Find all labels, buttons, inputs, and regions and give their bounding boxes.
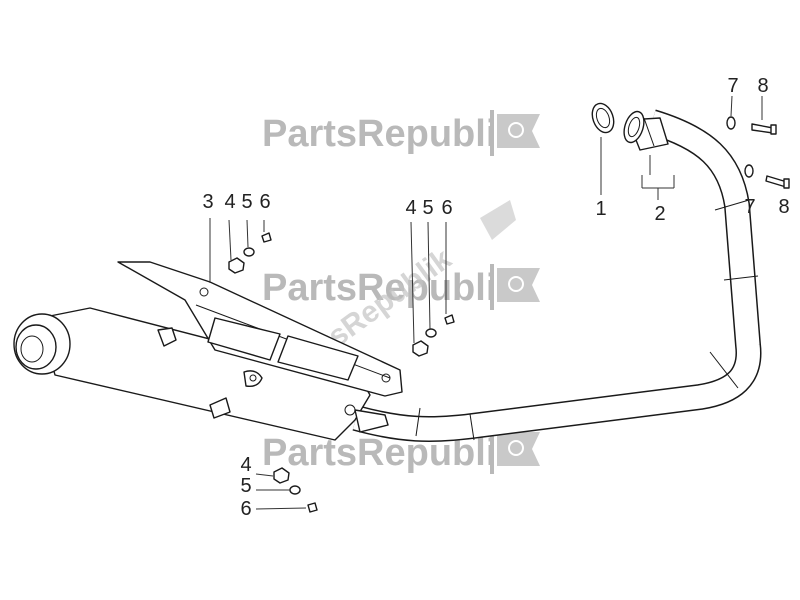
watermark-text: PartsRepublik — [262, 267, 518, 309]
callout-5: 5 — [241, 191, 252, 213]
watermark-text: PartsRepublik — [262, 432, 518, 474]
callout-5: 5 — [422, 197, 433, 219]
watermark-flag-pole — [490, 264, 494, 310]
exhaust-head-pipe — [352, 109, 762, 442]
callout-1: 1 — [595, 198, 606, 220]
callout-7: 7 — [744, 196, 755, 218]
nut-icon — [228, 257, 245, 274]
callout-6: 6 — [240, 498, 251, 520]
callout-8: 8 — [757, 75, 768, 97]
muffler-lug — [243, 370, 263, 388]
gear-icon — [497, 268, 540, 302]
fastener-set-c — [273, 467, 318, 513]
bolt-icon — [751, 123, 774, 134]
pipe-flange — [623, 110, 669, 151]
washer-icon — [726, 116, 736, 130]
callout-labels: 1 2 3 4 5 6 4 5 6 4 5 6 7 8 7 8 — [202, 75, 789, 520]
muffler-bracket — [157, 327, 177, 347]
watermark-bottom: PartsRepublik — [262, 428, 540, 474]
callout-4: 4 — [240, 454, 251, 476]
watermark-text: PartsRepublik — [262, 113, 518, 155]
watermark-top: PartsRepublik — [262, 110, 540, 156]
gasket-ring — [591, 102, 615, 134]
callout-8: 8 — [778, 196, 789, 218]
watermark-flag-pole — [490, 428, 494, 474]
nut-icon — [412, 340, 429, 357]
bolt-icon — [261, 232, 272, 243]
callout-4: 4 — [224, 191, 235, 213]
gear-icon — [480, 200, 516, 240]
bolt-icon — [307, 502, 318, 513]
washer-icon — [243, 247, 255, 257]
fastener-set-d — [726, 116, 790, 189]
washer-icon — [744, 164, 754, 178]
callout-3: 3 — [202, 191, 213, 213]
callout-4: 4 — [405, 197, 416, 219]
gear-icon — [497, 432, 540, 466]
callout-5: 5 — [240, 475, 251, 497]
watermark-flag-pole — [490, 110, 494, 156]
bolt-icon — [444, 314, 455, 325]
callout-2: 2 — [654, 203, 665, 225]
callout-7: 7 — [727, 75, 738, 97]
callout-6: 6 — [441, 197, 452, 219]
washer-icon — [425, 328, 437, 338]
watermark-middle: PartsRepublik — [262, 264, 540, 310]
fastener-set-a — [228, 232, 272, 274]
callout-6: 6 — [259, 191, 270, 213]
gear-icon — [497, 114, 540, 148]
heat-shield — [117, 261, 403, 397]
washer-icon — [289, 485, 301, 495]
heat-shield-slot-left — [207, 317, 281, 361]
heat-shield-slot-right — [277, 335, 359, 381]
muffler — [13, 307, 389, 441]
watermark-diagonal-flag — [480, 200, 516, 240]
fastener-set-b — [412, 314, 455, 357]
muffler-bracket-lower — [209, 397, 231, 419]
leader-lines — [209, 95, 763, 510]
nut-icon — [273, 467, 290, 484]
